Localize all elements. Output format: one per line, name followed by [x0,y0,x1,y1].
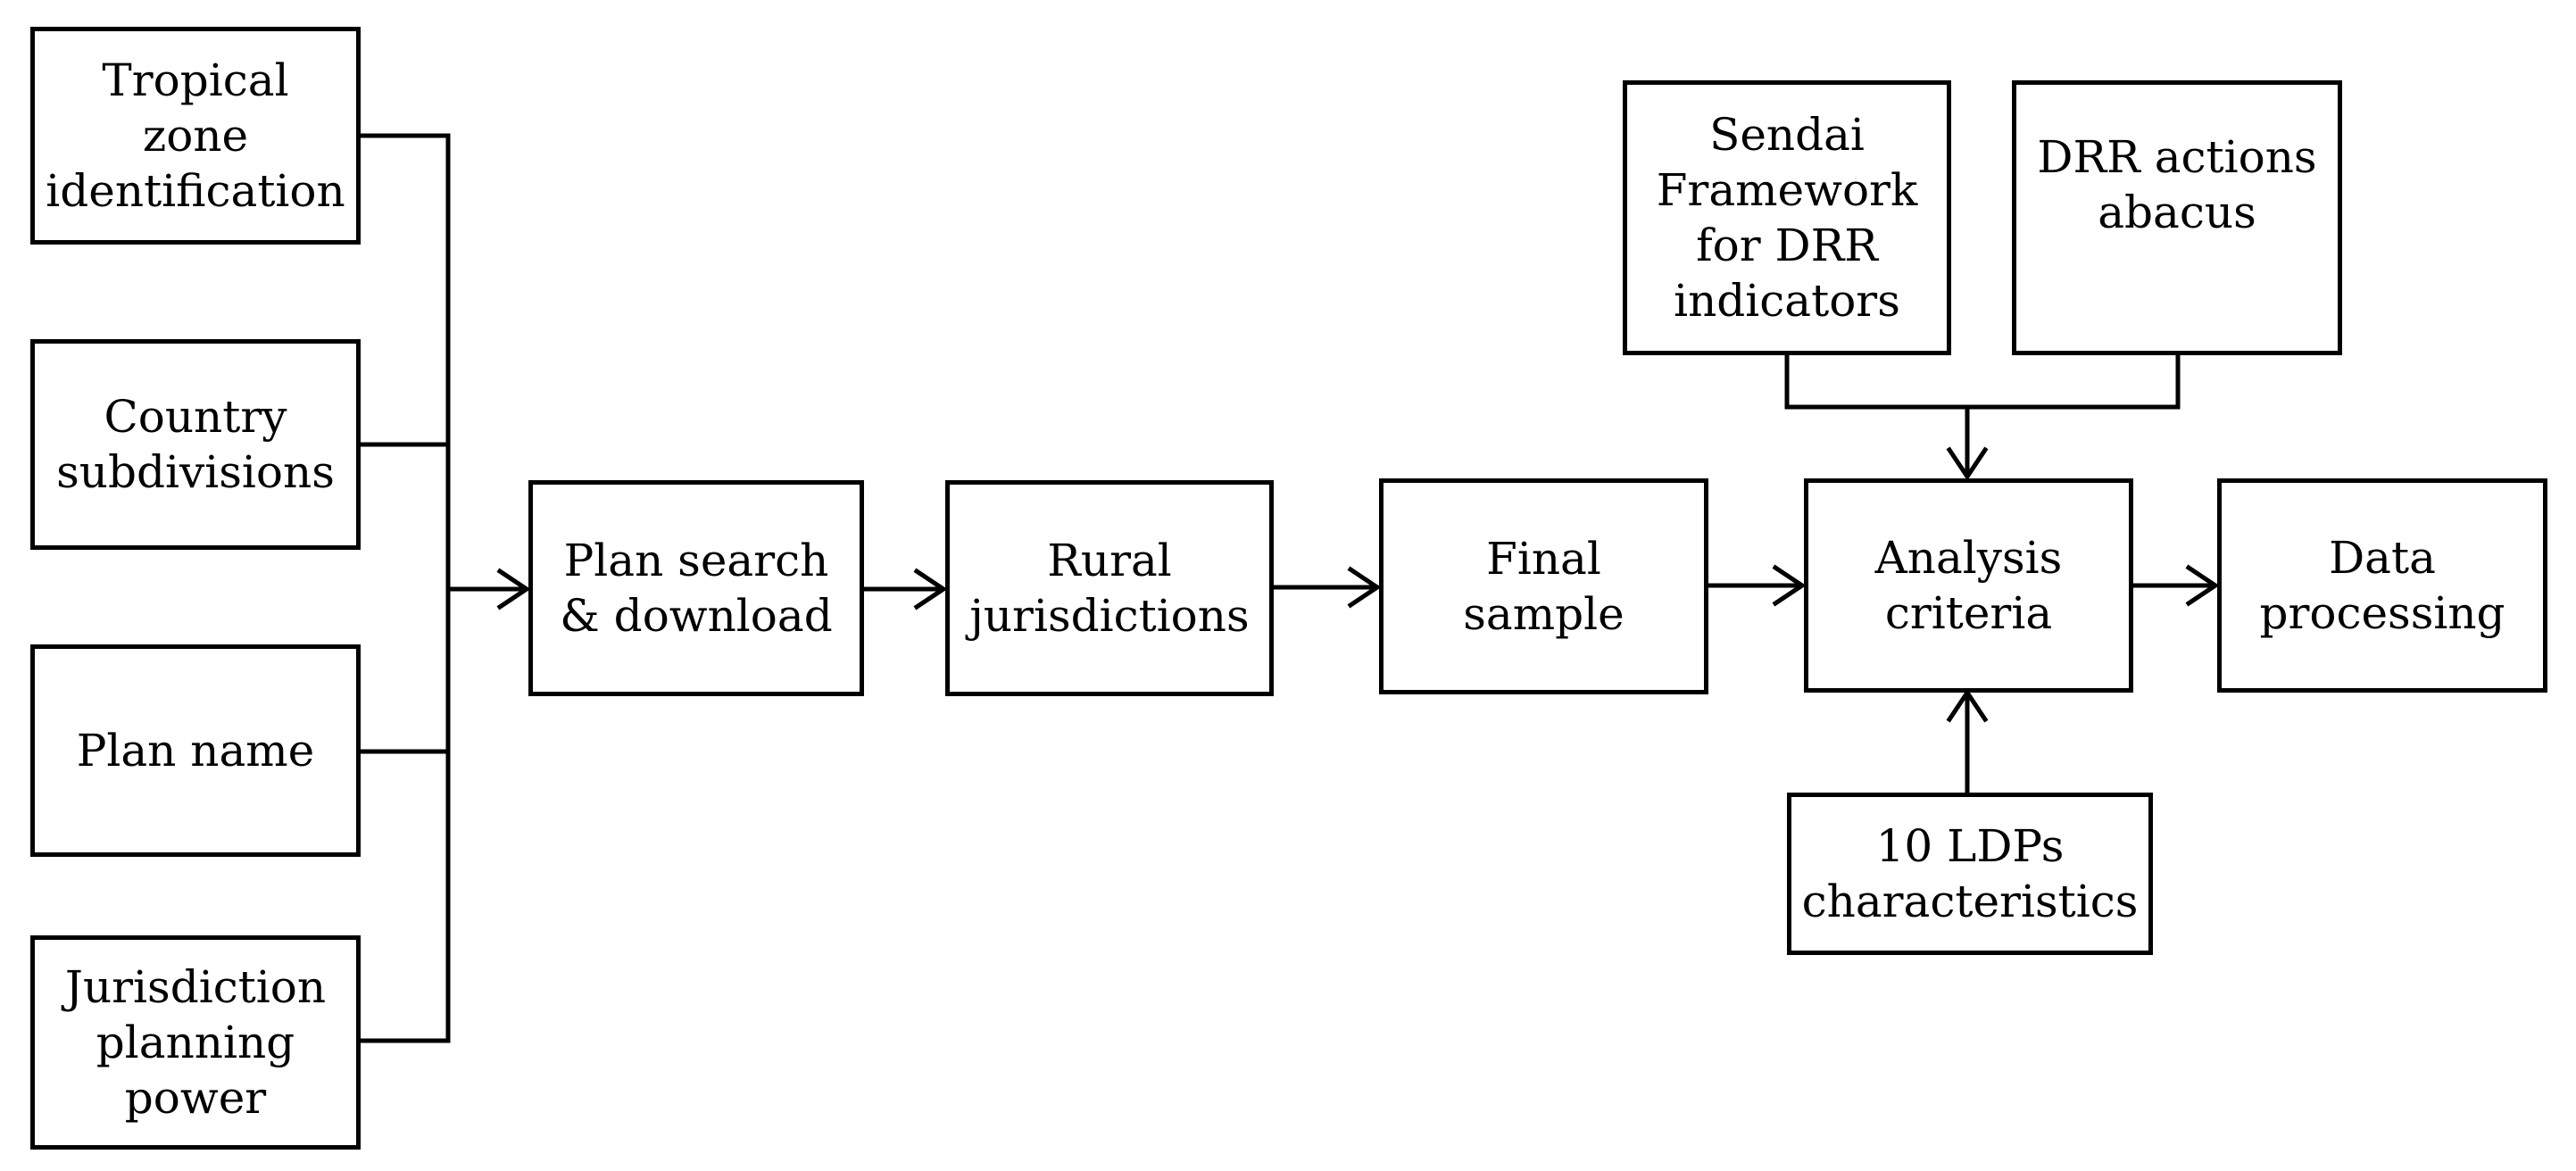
plan-search-box: Plan search & download [528,480,864,696]
sendai-framework-box: Sendai Framework for DRR indicators [1623,80,1951,355]
country-subdivisions-label: Country subdivisions [56,391,335,498]
analysis-criteria-box: Analysis criteria [1804,478,2133,693]
arrowhead-analysis-left [1772,564,1807,607]
data-processing-label: Data processing [2259,532,2505,639]
arrowhead-rural [913,568,948,610]
arrowhead-plan-search [496,568,531,610]
arrowhead-analysis-top [1946,446,1989,481]
plan-search-label: Plan search & download [560,535,833,642]
plan-name-label: Plan name [76,725,315,777]
rural-jurisdictions-box: Rural jurisdictions [945,480,1274,696]
tropical-zone-box: Tropical zone identification [30,27,361,245]
jurisdiction-power-label: Jurisdiction planning power [64,961,327,1124]
ldps-characteristics-box: 10 LDPs characteristics [1787,793,2153,955]
country-subdivisions-box: Country subdivisions [30,339,361,550]
tropical-zone-label: Tropical zone identification [46,54,345,217]
plan-name-box: Plan name [30,644,361,857]
arrowhead-data [2185,564,2220,607]
ldps-characteristics-label: 10 LDPs characteristics [1801,820,2139,927]
arrowhead-analysis-bottom [1946,688,1989,723]
data-processing-box: Data processing [2217,478,2547,693]
analysis-criteria-label: Analysis criteria [1874,532,2063,639]
drr-actions-box: DRR actions abacus [2012,80,2342,355]
jurisdiction-power-box: Jurisdiction planning power [30,935,361,1150]
drr-actions-label: DRR actions abacus [2037,131,2317,238]
final-sample-box: Final sample [1379,478,1708,694]
arrowhead-final [1347,566,1382,609]
rural-jurisdictions-label: Rural jurisdictions [969,535,1250,642]
sendai-framework-label: Sendai Framework for DRR indicators [1656,109,1918,327]
final-sample-label: Final sample [1463,533,1625,640]
